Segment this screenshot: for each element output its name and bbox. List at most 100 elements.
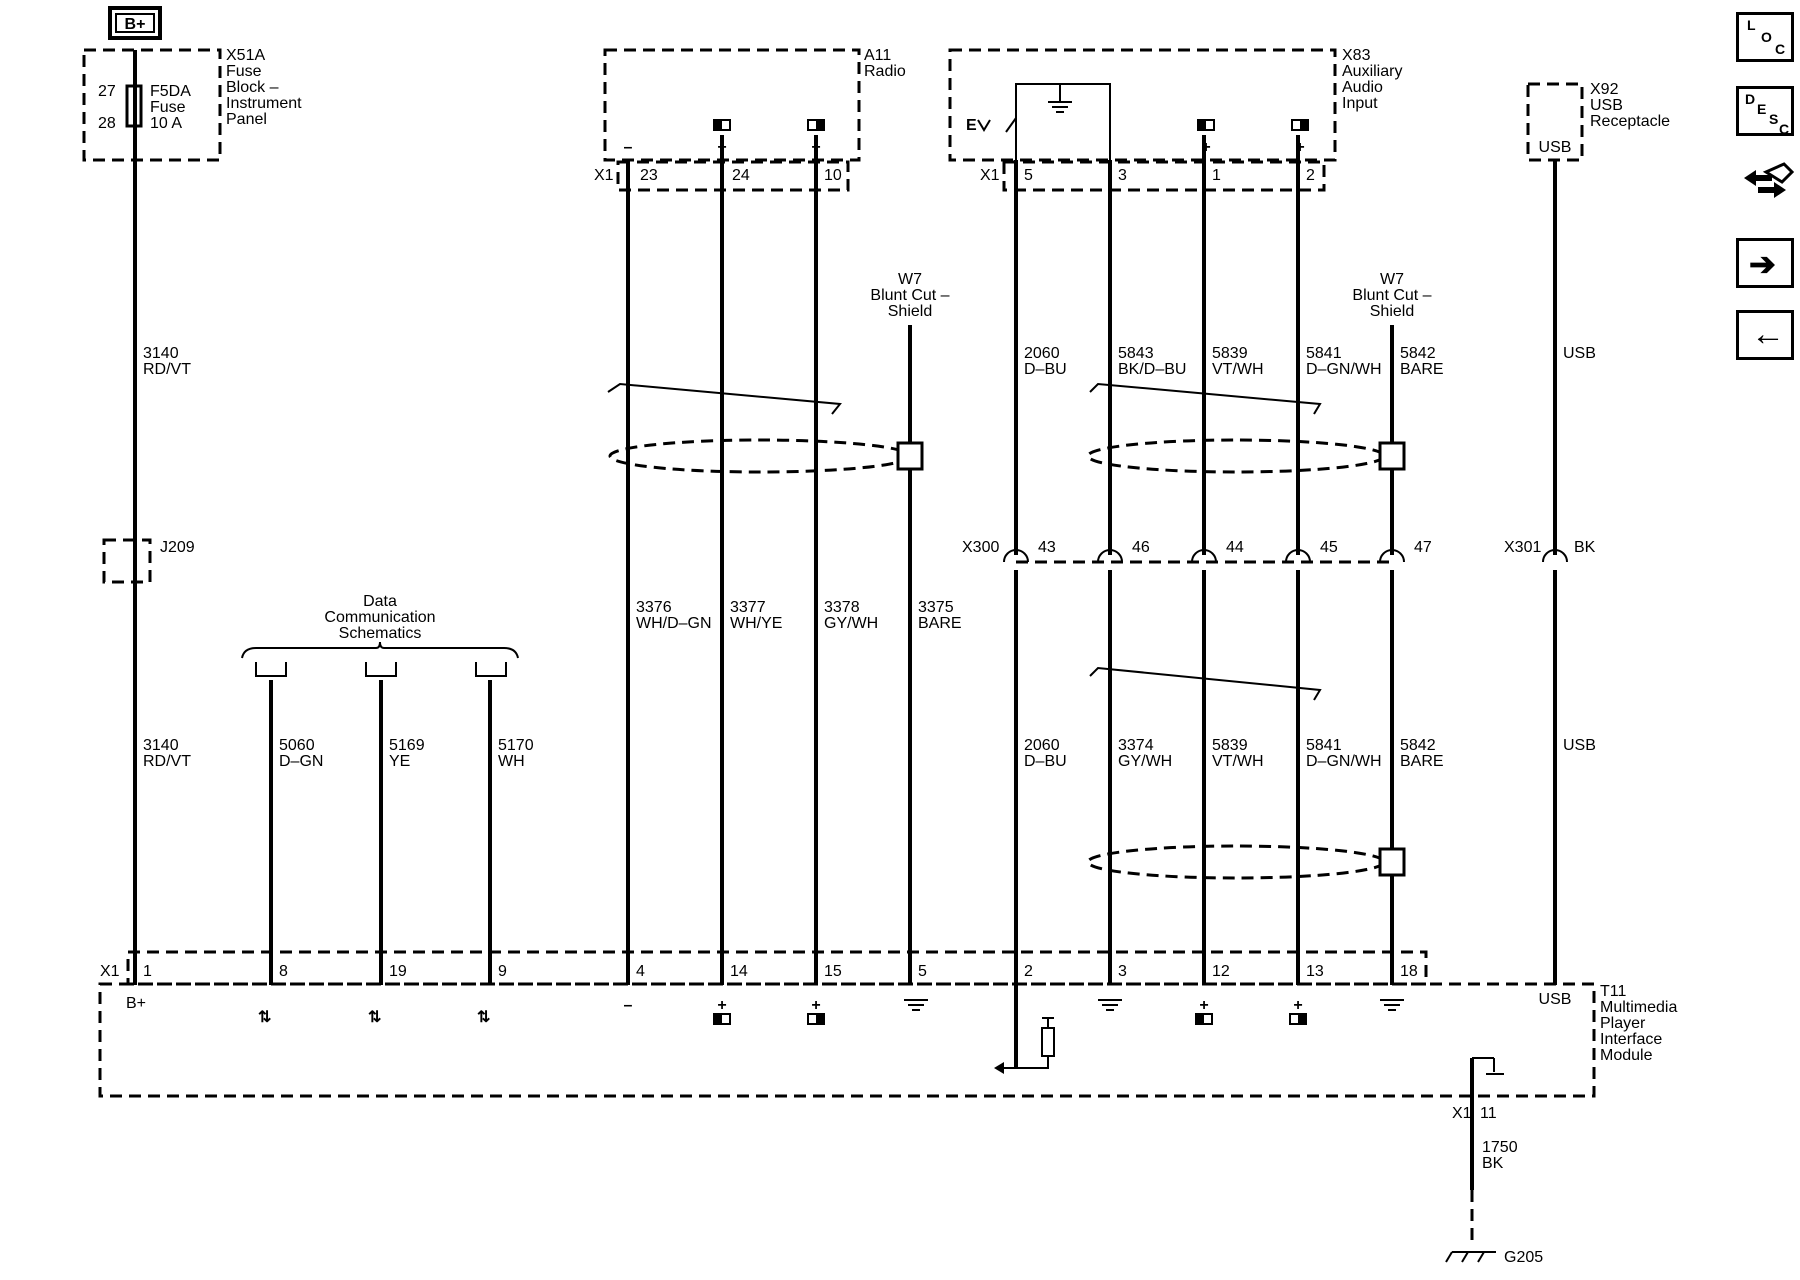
ground-icon: [1098, 999, 1122, 1011]
lower-shield: [1086, 844, 1386, 880]
aux-name: Audio: [1342, 79, 1383, 96]
svg-text:WH/D–GN: WH/D–GN: [636, 615, 712, 632]
svg-text:YE: YE: [389, 753, 410, 770]
svg-text:11: 11: [1480, 1105, 1497, 1122]
svg-text:D–BU: D–BU: [1024, 753, 1067, 770]
svg-text:5839: 5839: [1212, 345, 1248, 362]
inline-connector-x301: X301 BK: [1504, 539, 1596, 563]
inline-connector-x300: X300 43 46 44 45 47: [962, 539, 1432, 564]
ground-g205: X1 11 1750 BK G205: [1445, 1096, 1543, 1266]
connector-x1-label: X1: [594, 167, 614, 184]
module-t11: X1 1 8 19 9 4 14 15 5 2 3 12 13 18 T11 M…: [98, 950, 1677, 1098]
fuse-block: X51A Fuse Block – Instrument Panel 27 28…: [82, 47, 302, 162]
svg-text:3375: 3375: [918, 599, 954, 616]
module-name: Multimedia: [1600, 999, 1677, 1016]
connector-x1-label: X1: [980, 167, 1000, 184]
wire-labels-lower: 3140 RD/VT 5060 D–GN 5169 YE 5170 WH 206…: [143, 737, 1596, 770]
svg-text:BK: BK: [1482, 1155, 1504, 1172]
resistor-icon: [994, 1017, 1055, 1074]
speaker-icon: [1291, 119, 1309, 131]
pin-label: 46: [1132, 539, 1150, 556]
svg-text:5841: 5841: [1306, 737, 1342, 754]
speaker-icon: [1197, 119, 1215, 131]
fuse-label: F5DA: [150, 83, 191, 100]
svg-text:2060: 2060: [1024, 737, 1060, 754]
svg-text:5842: 5842: [1400, 737, 1436, 754]
shield-group-2: W7 Blunt Cut – Shield: [1086, 271, 1432, 474]
svg-text:5: 5: [918, 963, 927, 980]
diagnostic-view-button[interactable]: [1736, 162, 1795, 212]
pin-label: 45: [1320, 539, 1338, 556]
ground-icon: [904, 999, 928, 1011]
svg-text:WH/YE: WH/YE: [730, 615, 782, 632]
svg-text:D–GN/WH: D–GN/WH: [1306, 753, 1382, 770]
svg-text:5060: 5060: [279, 737, 315, 754]
svg-text:5170: 5170: [498, 737, 534, 754]
arrow-left-icon: ←: [1751, 315, 1785, 353]
svg-text:+: +: [811, 997, 820, 1014]
svg-text:5841: 5841: [1306, 345, 1342, 362]
connector-x301-label: X301: [1504, 539, 1541, 556]
svg-text:–: –: [624, 997, 633, 1014]
svg-text:13: 13: [1306, 963, 1324, 980]
fuse-block-name: Panel: [226, 111, 267, 128]
svg-text:2: 2: [1024, 963, 1033, 980]
switch-icon: [1005, 117, 1017, 133]
speaker-icon: [713, 1013, 731, 1025]
svg-text:Communication: Communication: [324, 609, 435, 626]
fuse-block-id: X51A: [226, 47, 265, 64]
svg-text:1750: 1750: [1482, 1139, 1518, 1156]
usb-receptacle-name: USB: [1590, 97, 1623, 114]
battery-supply: B+: [108, 6, 162, 40]
pin-label: 23: [640, 167, 658, 184]
pin-label: 1: [1212, 167, 1221, 184]
wrench-icon: [1744, 162, 1795, 198]
bidirectional-arrow-icon: ⇅: [258, 1009, 271, 1026]
bidirectional-arrow-icon: ⇅: [477, 1009, 490, 1026]
svg-text:3378: 3378: [824, 599, 860, 616]
pin-label: 47: [1414, 539, 1432, 556]
back-button[interactable]: ←: [1736, 310, 1794, 360]
pin-label: 2: [1306, 167, 1315, 184]
svg-text:1: 1: [143, 963, 152, 980]
svg-text:9: 9: [498, 963, 507, 980]
svg-text:3376: 3376: [636, 599, 672, 616]
bidirectional-arrow-icon: ⇅: [368, 1009, 381, 1026]
shield-label: Shield: [888, 303, 932, 320]
speaker-icon: [807, 119, 825, 131]
fuse-label: Fuse: [150, 99, 186, 116]
svg-text:3140: 3140: [143, 737, 179, 754]
switch-sense-icon: E: [966, 117, 977, 134]
module-usb-label: USB: [1539, 991, 1572, 1008]
svg-text:GY/WH: GY/WH: [824, 615, 878, 632]
svg-text:3374: 3374: [1118, 737, 1154, 754]
usb-receptacle-id: X92: [1590, 81, 1619, 98]
svg-text:8: 8: [279, 963, 288, 980]
pin-label: 44: [1226, 539, 1244, 556]
svg-text:WH: WH: [498, 753, 525, 770]
description-view-button[interactable]: D E S C: [1736, 86, 1794, 137]
shield-label: Shield: [1370, 303, 1414, 320]
svg-text:⇅: ⇅: [368, 1009, 381, 1026]
svg-text:5839: 5839: [1212, 737, 1248, 754]
forward-button[interactable]: ➔: [1736, 238, 1794, 288]
usb-receptacle-name: Receptacle: [1590, 113, 1670, 130]
svg-text:USB: USB: [1563, 737, 1596, 754]
splice-j209: [102, 538, 152, 584]
location-view-button[interactable]: L O C: [1736, 12, 1794, 62]
module-name: Player: [1600, 1015, 1646, 1032]
svg-text:Schematics: Schematics: [339, 625, 422, 642]
svg-text:+: +: [717, 997, 726, 1014]
module-name: Module: [1600, 1047, 1653, 1064]
svg-text:D–GN: D–GN: [279, 753, 323, 770]
svg-text:15: 15: [824, 963, 842, 980]
pin-label: 24: [732, 167, 750, 184]
svg-text:⇅: ⇅: [258, 1009, 271, 1026]
usb-receptacle: USB X92 USB Receptacle: [1526, 81, 1670, 162]
battery-label: B+: [125, 16, 146, 33]
wire-labels-upper: 3140 RD/VT 2060 D–BU 5843 BK/D–BU 5839 V…: [143, 345, 1596, 378]
module-name: Interface: [1600, 1031, 1662, 1048]
svg-text:3: 3: [1118, 963, 1127, 980]
svg-text:X1: X1: [1452, 1105, 1472, 1122]
svg-text:BARE: BARE: [918, 615, 962, 632]
